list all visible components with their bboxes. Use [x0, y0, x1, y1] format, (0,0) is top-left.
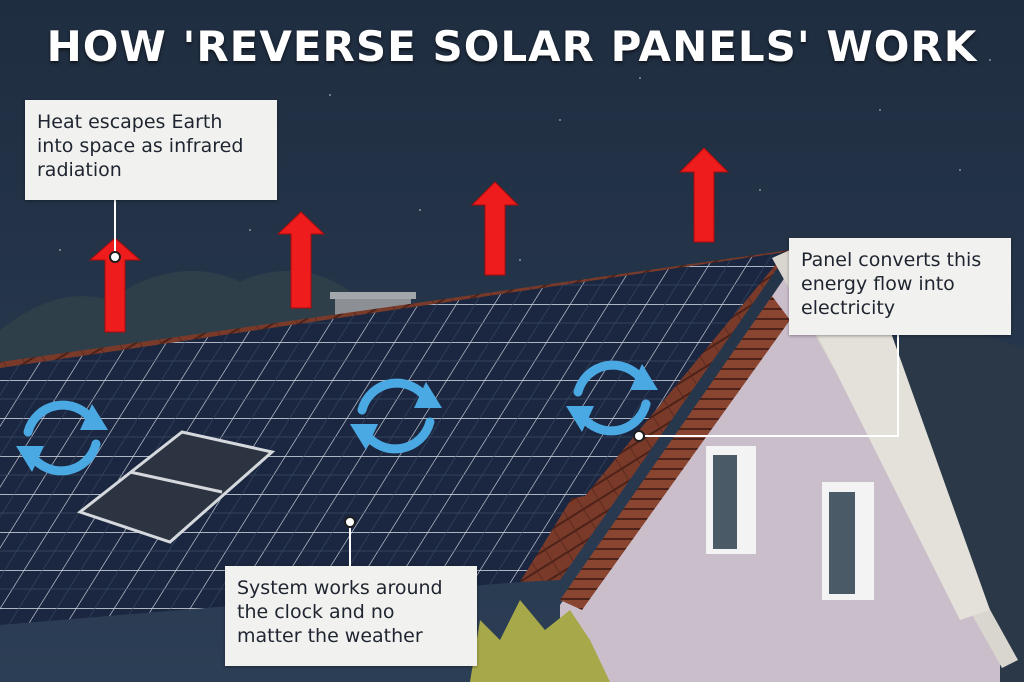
- roof-skylight: [76, 430, 276, 544]
- callout-panel-converts: Panel converts this energy flow into ele…: [789, 238, 1011, 335]
- foliage: [470, 600, 610, 682]
- leader-dot-heat: [109, 251, 121, 263]
- callout-heat-line: Heat escapes Earth: [37, 111, 223, 133]
- callout-system-line: the clock and no: [237, 601, 395, 623]
- leader-dot-panel: [633, 430, 645, 442]
- arrow-up-icon: [470, 181, 520, 276]
- refresh-cycle-icon: [16, 400, 108, 476]
- leader-dot-system: [344, 516, 356, 528]
- house-window-1: [706, 446, 756, 554]
- callout-panel-line: energy flow into: [801, 273, 955, 295]
- eave-soffit: [800, 300, 990, 620]
- leader-line-panel: [640, 335, 899, 437]
- callout-system-works: System works around the clock and no mat…: [225, 566, 477, 666]
- arrow-up-icon: [276, 211, 326, 309]
- page-title: HOW 'REVERSE SOLAR PANELS' WORK: [46, 22, 978, 71]
- house-window-2: [822, 482, 874, 600]
- callout-system-line: System works around: [237, 577, 443, 599]
- callout-heat-line: into space as infrared: [37, 135, 244, 157]
- arrow-up-icon: [88, 237, 142, 333]
- refresh-cycle-icon: [350, 378, 442, 454]
- callout-system-line: matter the weather: [237, 625, 423, 647]
- callout-panel-line: electricity: [801, 297, 896, 319]
- refresh-cycle-icon: [566, 360, 658, 436]
- arrow-up-icon: [678, 147, 730, 243]
- callout-heat-escape: Heat escapes Earth into space as infrare…: [25, 100, 277, 200]
- gable-tile-edge: [560, 296, 790, 610]
- house-gable-wall: [560, 270, 1000, 682]
- stars: [59, 39, 991, 261]
- callout-panel-line: Panel converts this: [801, 249, 982, 271]
- callout-heat-line: radiation: [37, 159, 122, 181]
